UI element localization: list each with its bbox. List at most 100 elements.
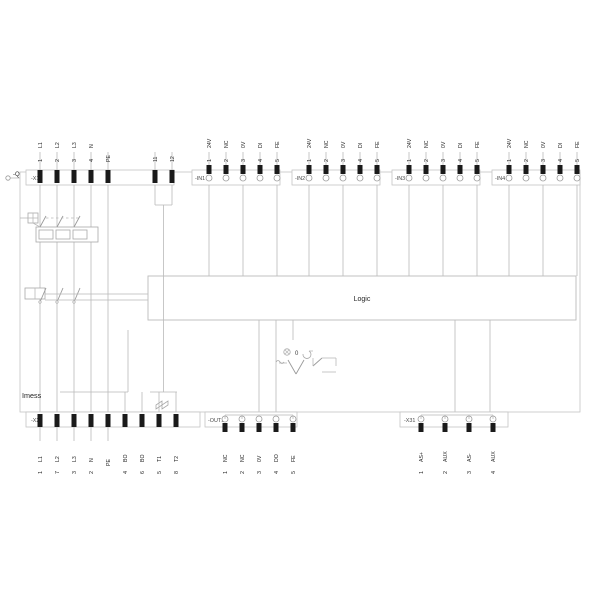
logic-input-wires [163,185,578,320]
x2-pin-6-num: 6 [140,471,146,474]
in3-pin-4-num: 4 [458,159,464,162]
terminal-block-x2-label: -X2 [31,418,39,424]
x2-pin-5-name: T1 [157,456,163,462]
in2-pin-3-name: 0V [341,141,347,148]
x2-pin-3-num: 3 [72,471,78,474]
out1-pin-3-name: 0V [257,455,263,462]
x2-pin-5-num: 5 [157,471,163,474]
in1-pin-3-num: 3 [241,159,247,162]
x1-leader-lines [39,152,173,170]
in2-leader-lines [308,152,378,165]
x1-pin-pe [105,170,111,183]
x2-pin-7-name: L2 [55,456,61,462]
in2-pin-2-name: NC [324,140,330,148]
earth-symbol [155,400,169,410]
out1-pin-4-num: 4 [274,471,280,474]
x2-pin-1 [37,414,43,427]
x1-pin-4 [88,170,94,183]
out1-pin-2-name: NC [240,454,246,462]
x2-pin-3-name: L3 [72,456,78,462]
in3-pins [405,165,481,182]
x2-pin-pe [105,414,111,427]
in1-pin-1-name: 24V [207,138,213,148]
x2-pin-3 [71,414,77,427]
out1-pin-5-name: FE [291,455,297,462]
in2-pin-5-num: 5 [375,159,381,162]
in1-labels: 1 24V 2 NC 3 0V 4 DI 5 FE [207,138,281,162]
x1-pin-2-name: L2 [55,142,61,148]
x2-pin-6 [139,414,145,427]
in3-pin-5-name: FE [475,141,481,148]
out1-pin-2-num: 2 [240,471,246,474]
out1-pin-5-num: 5 [291,471,297,474]
x31-pin-1-name: AS+ [419,452,425,462]
in4-pin-4-name: DI [558,143,564,148]
x2-pin-5 [156,414,162,427]
in3-pin-4-name: DI [458,143,464,148]
x1-pin-12-name: 12 [170,156,176,162]
x2-pin-4-num: 4 [123,471,129,474]
imess-bracket [60,330,129,393]
x2-pin-2-name: N [89,458,95,462]
terminal-block-x1-label: -X1 [31,176,39,182]
x31-labels: AS+ 1 AUX 2 AS- 3 AUX 4 [419,451,497,474]
x2-signal-wires [124,392,177,412]
in2-pins [305,165,381,182]
in4-pin-3-num: 3 [541,159,547,162]
x1-pin-11-name: 11 [153,157,159,162]
in2-pin-1-num: 1 [307,159,313,162]
in2-pin-1-name: 24V [307,138,313,148]
in4-pin-4-num: 4 [558,159,564,162]
x2-pins [37,414,179,427]
connector-in3 [391,169,481,186]
in1-pin-1-num: 1 [207,159,213,162]
in2-pin-2-num: 2 [324,159,330,162]
connector-in2-label: -IN2 [295,176,305,182]
in2-pin-5-name: FE [375,141,381,148]
x1-pin-3 [71,170,77,183]
x1-pin-1-name: L1 [38,142,44,148]
x1-pin-group [37,170,175,183]
x31-pin-2-name: AUX [443,451,449,462]
logic-output-wires [258,320,491,415]
terminal-block-x1 [25,169,175,186]
out1-pin-3-num: 3 [257,471,263,474]
in4-leader-lines [508,152,578,165]
in4-pin-3-name: 0V [541,141,547,148]
in3-leader-lines [408,152,478,165]
x2-pin-7 [54,414,60,427]
circuit-breaker [20,212,99,243]
x1-pin-pe-name: PE [106,155,112,162]
x2-pin-8-name: T2 [174,456,180,462]
in3-pin-1-num: 1 [407,159,413,162]
x1-labels: 1 L1 2 L2 3 L3 4 N PE 11 12 [38,142,176,162]
in3-pin-5-num: 5 [475,159,481,162]
logic-block [147,275,577,321]
x2-pin-8 [173,414,179,427]
in3-pin-3-name: 0V [441,141,447,148]
in4-pin-5-name: FE [575,141,581,148]
in4-pin-2-name: NC [524,140,530,148]
x1-pin-4-num: 4 [89,159,95,162]
connector-in1 [191,169,281,186]
in3-pin-1-name: 24V [407,138,413,148]
connector-in3-label: -IN3 [395,176,405,182]
in2-pin-4-name: DI [358,143,364,148]
connector-x31 [399,411,509,428]
out1-top-bus [224,414,294,419]
logic-block-label: Logic [354,296,371,303]
mode-selector-zero-label: 0 [295,351,299,357]
out1-pin-4-name: DO [274,454,280,462]
in3-pin-3-num: 3 [441,159,447,162]
in1-leader-lines [208,152,278,165]
x2-pin-pe-name: PE [106,459,112,466]
in2-labels: 1 24V 2 NC 3 0V 4 DI 5 FE [307,138,381,162]
connector-x31-label: -X31 [404,418,415,424]
in4-pin-5-num: 5 [575,159,581,162]
x1-pin-12 [169,170,175,183]
x1-pin-3-num: 3 [72,159,78,162]
in2-pin-3-num: 3 [341,159,347,162]
connector-in4-label: -IN4 [495,176,505,182]
x2-pin-6-name: BO [140,455,146,463]
